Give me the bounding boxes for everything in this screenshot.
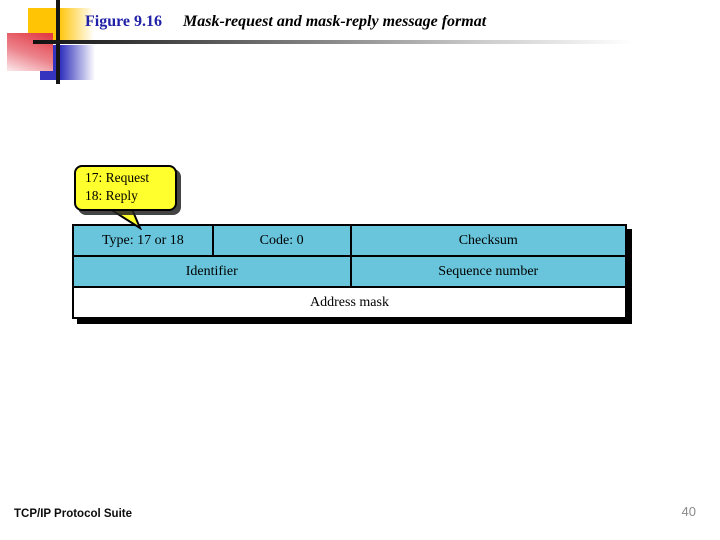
format-row-1: Type: 17 or 18 Code: 0 Checksum xyxy=(74,226,625,255)
field-identifier: Identifier xyxy=(74,257,350,286)
logo-red-square xyxy=(7,33,53,71)
slide-title: Figure 9.16 Mask-request and mask-reply … xyxy=(85,13,486,31)
format-row-3: Address mask xyxy=(74,286,625,317)
format-row-2: Identifier Sequence number xyxy=(74,255,625,286)
field-type: Type: 17 or 18 xyxy=(74,226,212,255)
field-address-mask: Address mask xyxy=(310,294,389,310)
callout-line-reply: 18: Reply xyxy=(85,188,138,203)
title-divider-rule xyxy=(33,40,658,44)
page-number: 40 xyxy=(681,504,696,519)
footer-book-title: TCP/IP Protocol Suite xyxy=(14,508,132,520)
callout-line-request: 17: Request xyxy=(85,170,150,185)
figure-title: Mask-request and mask-reply message form… xyxy=(183,13,487,30)
field-checksum: Checksum xyxy=(349,226,625,255)
field-sequence-number: Sequence number xyxy=(349,257,625,286)
field-code: Code: 0 xyxy=(211,226,350,255)
message-format-table: Type: 17 or 18 Code: 0 Checksum Identifi… xyxy=(72,224,627,319)
type-values-callout: 17: Request 18: Reply xyxy=(74,165,177,211)
figure-label: Figure 9.16 xyxy=(85,13,163,30)
